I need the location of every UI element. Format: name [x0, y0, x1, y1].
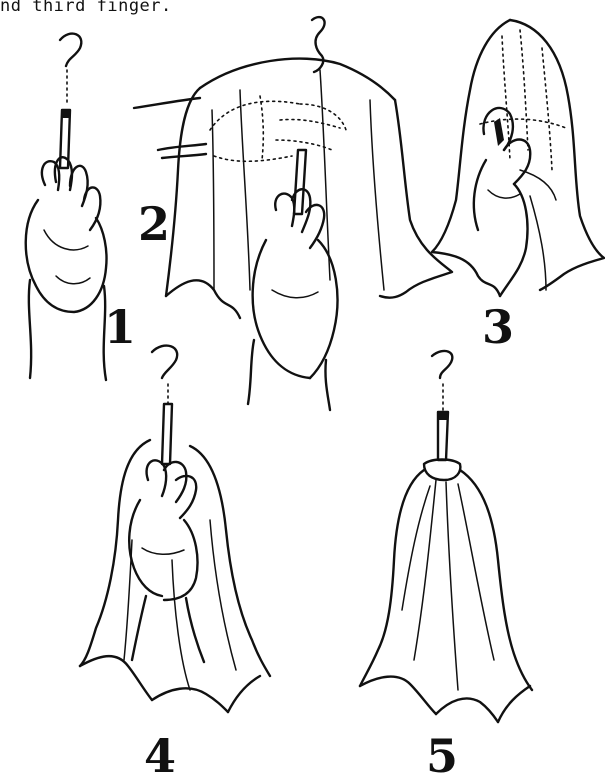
figure-2-handkerchief: [134, 17, 452, 410]
figure-4-number: 4: [144, 729, 176, 777]
figure-4-handkerchief: [80, 346, 270, 712]
figure-3-number: 3: [482, 300, 514, 354]
figure-2-number: 2: [138, 197, 170, 251]
figure-3-handkerchief: [432, 20, 604, 296]
figure-5-number: 5: [426, 729, 458, 777]
figure-5-handkerchief: [360, 351, 532, 722]
figure-1-number: 1: [104, 300, 136, 354]
figure-1-hand: [26, 34, 107, 380]
